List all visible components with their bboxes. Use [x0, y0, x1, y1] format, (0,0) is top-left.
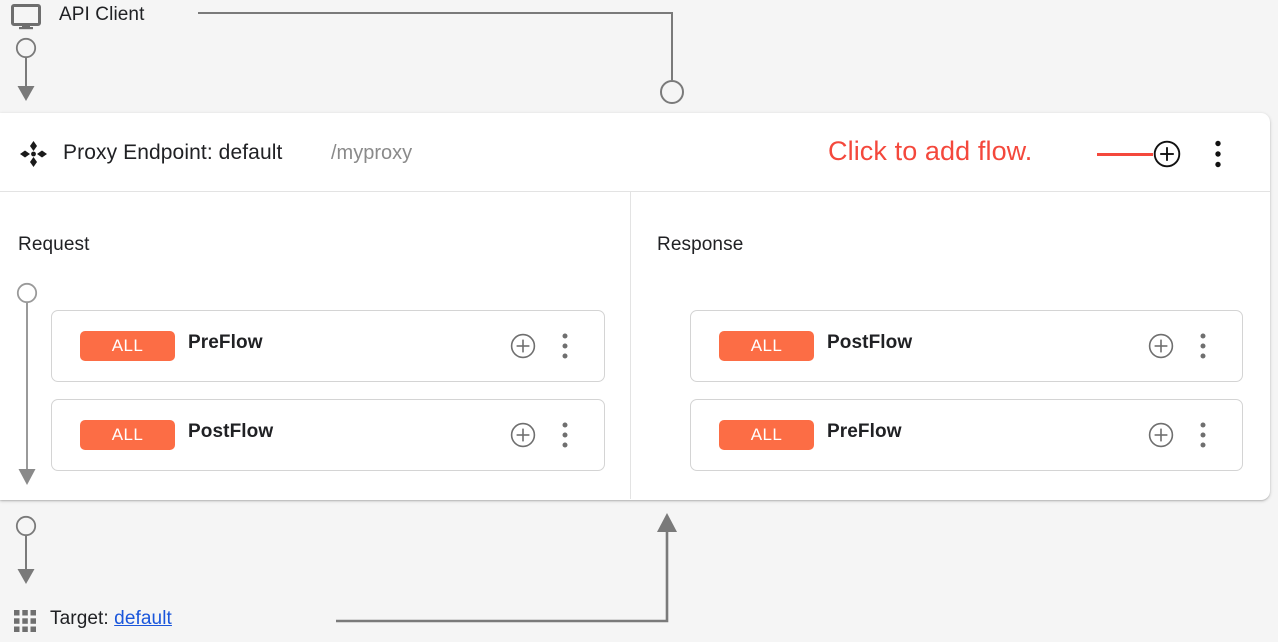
response-column: Response ALL PostFlow [631, 192, 1270, 499]
response-flow-list: ALL PostFlow [690, 310, 1243, 488]
move-handle-icon[interactable] [20, 141, 47, 167]
flow-card[interactable]: ALL PostFlow [51, 399, 605, 471]
api-client-label: API Client [59, 4, 145, 25]
api-client-section: API Client [0, 0, 1278, 112]
add-flow-annotation: Click to add flow. [828, 136, 1033, 166]
annotation-pointer-line [1097, 153, 1153, 156]
status-badge: ALL [719, 331, 814, 361]
proxy-endpoint-header[interactable]: Proxy Endpoint: default /myproxy Click t… [0, 113, 1270, 192]
arrow-down-icon [12, 511, 42, 589]
flow-card[interactable]: ALL PreFlow [51, 310, 605, 382]
status-badge: ALL [80, 420, 175, 450]
flow-name: PreFlow [188, 332, 263, 353]
flow-card[interactable]: ALL PreFlow [690, 399, 1243, 471]
add-flow-button[interactable] [1153, 140, 1181, 168]
target-label: Target: default [50, 608, 172, 630]
flow-columns: Request ALL PreFlow [0, 192, 1270, 499]
target-default-link[interactable]: default [114, 608, 172, 629]
proxy-basepath: /myproxy [331, 142, 413, 164]
request-flow-list: ALL PreFlow [51, 310, 605, 488]
request-column-title: Request [18, 234, 90, 255]
more-vert-icon[interactable] [556, 421, 574, 449]
status-badge: ALL [719, 420, 814, 450]
add-policy-button[interactable] [510, 422, 536, 448]
target-to-proxy-connector [320, 505, 700, 635]
response-column-title: Response [657, 234, 744, 255]
proxy-endpoint-panel: Proxy Endpoint: default /myproxy Click t… [0, 113, 1270, 500]
request-column: Request ALL PreFlow [0, 192, 631, 499]
add-policy-button[interactable] [510, 333, 536, 359]
client-to-proxy-connector [198, 0, 698, 112]
flow-name: PreFlow [827, 421, 902, 442]
status-badge: ALL [80, 331, 175, 361]
monitor-icon [11, 4, 41, 30]
apps-grid-icon [14, 610, 36, 632]
flow-name: PostFlow [188, 421, 274, 442]
target-label-prefix: Target: [50, 608, 115, 629]
more-vert-icon[interactable] [1194, 421, 1212, 449]
flow-name: PostFlow [827, 332, 913, 353]
more-vert-icon[interactable] [556, 332, 574, 360]
add-policy-button[interactable] [1148, 333, 1174, 359]
flow-card[interactable]: ALL PostFlow [690, 310, 1243, 382]
target-endpoint-section: Target: default [0, 500, 1278, 642]
more-vert-icon[interactable] [1208, 139, 1228, 169]
arrow-down-icon [14, 282, 40, 492]
more-vert-icon[interactable] [1194, 332, 1212, 360]
arrow-down-icon [12, 33, 42, 105]
add-policy-button[interactable] [1148, 422, 1174, 448]
page-title: Proxy Endpoint: default [63, 141, 283, 164]
